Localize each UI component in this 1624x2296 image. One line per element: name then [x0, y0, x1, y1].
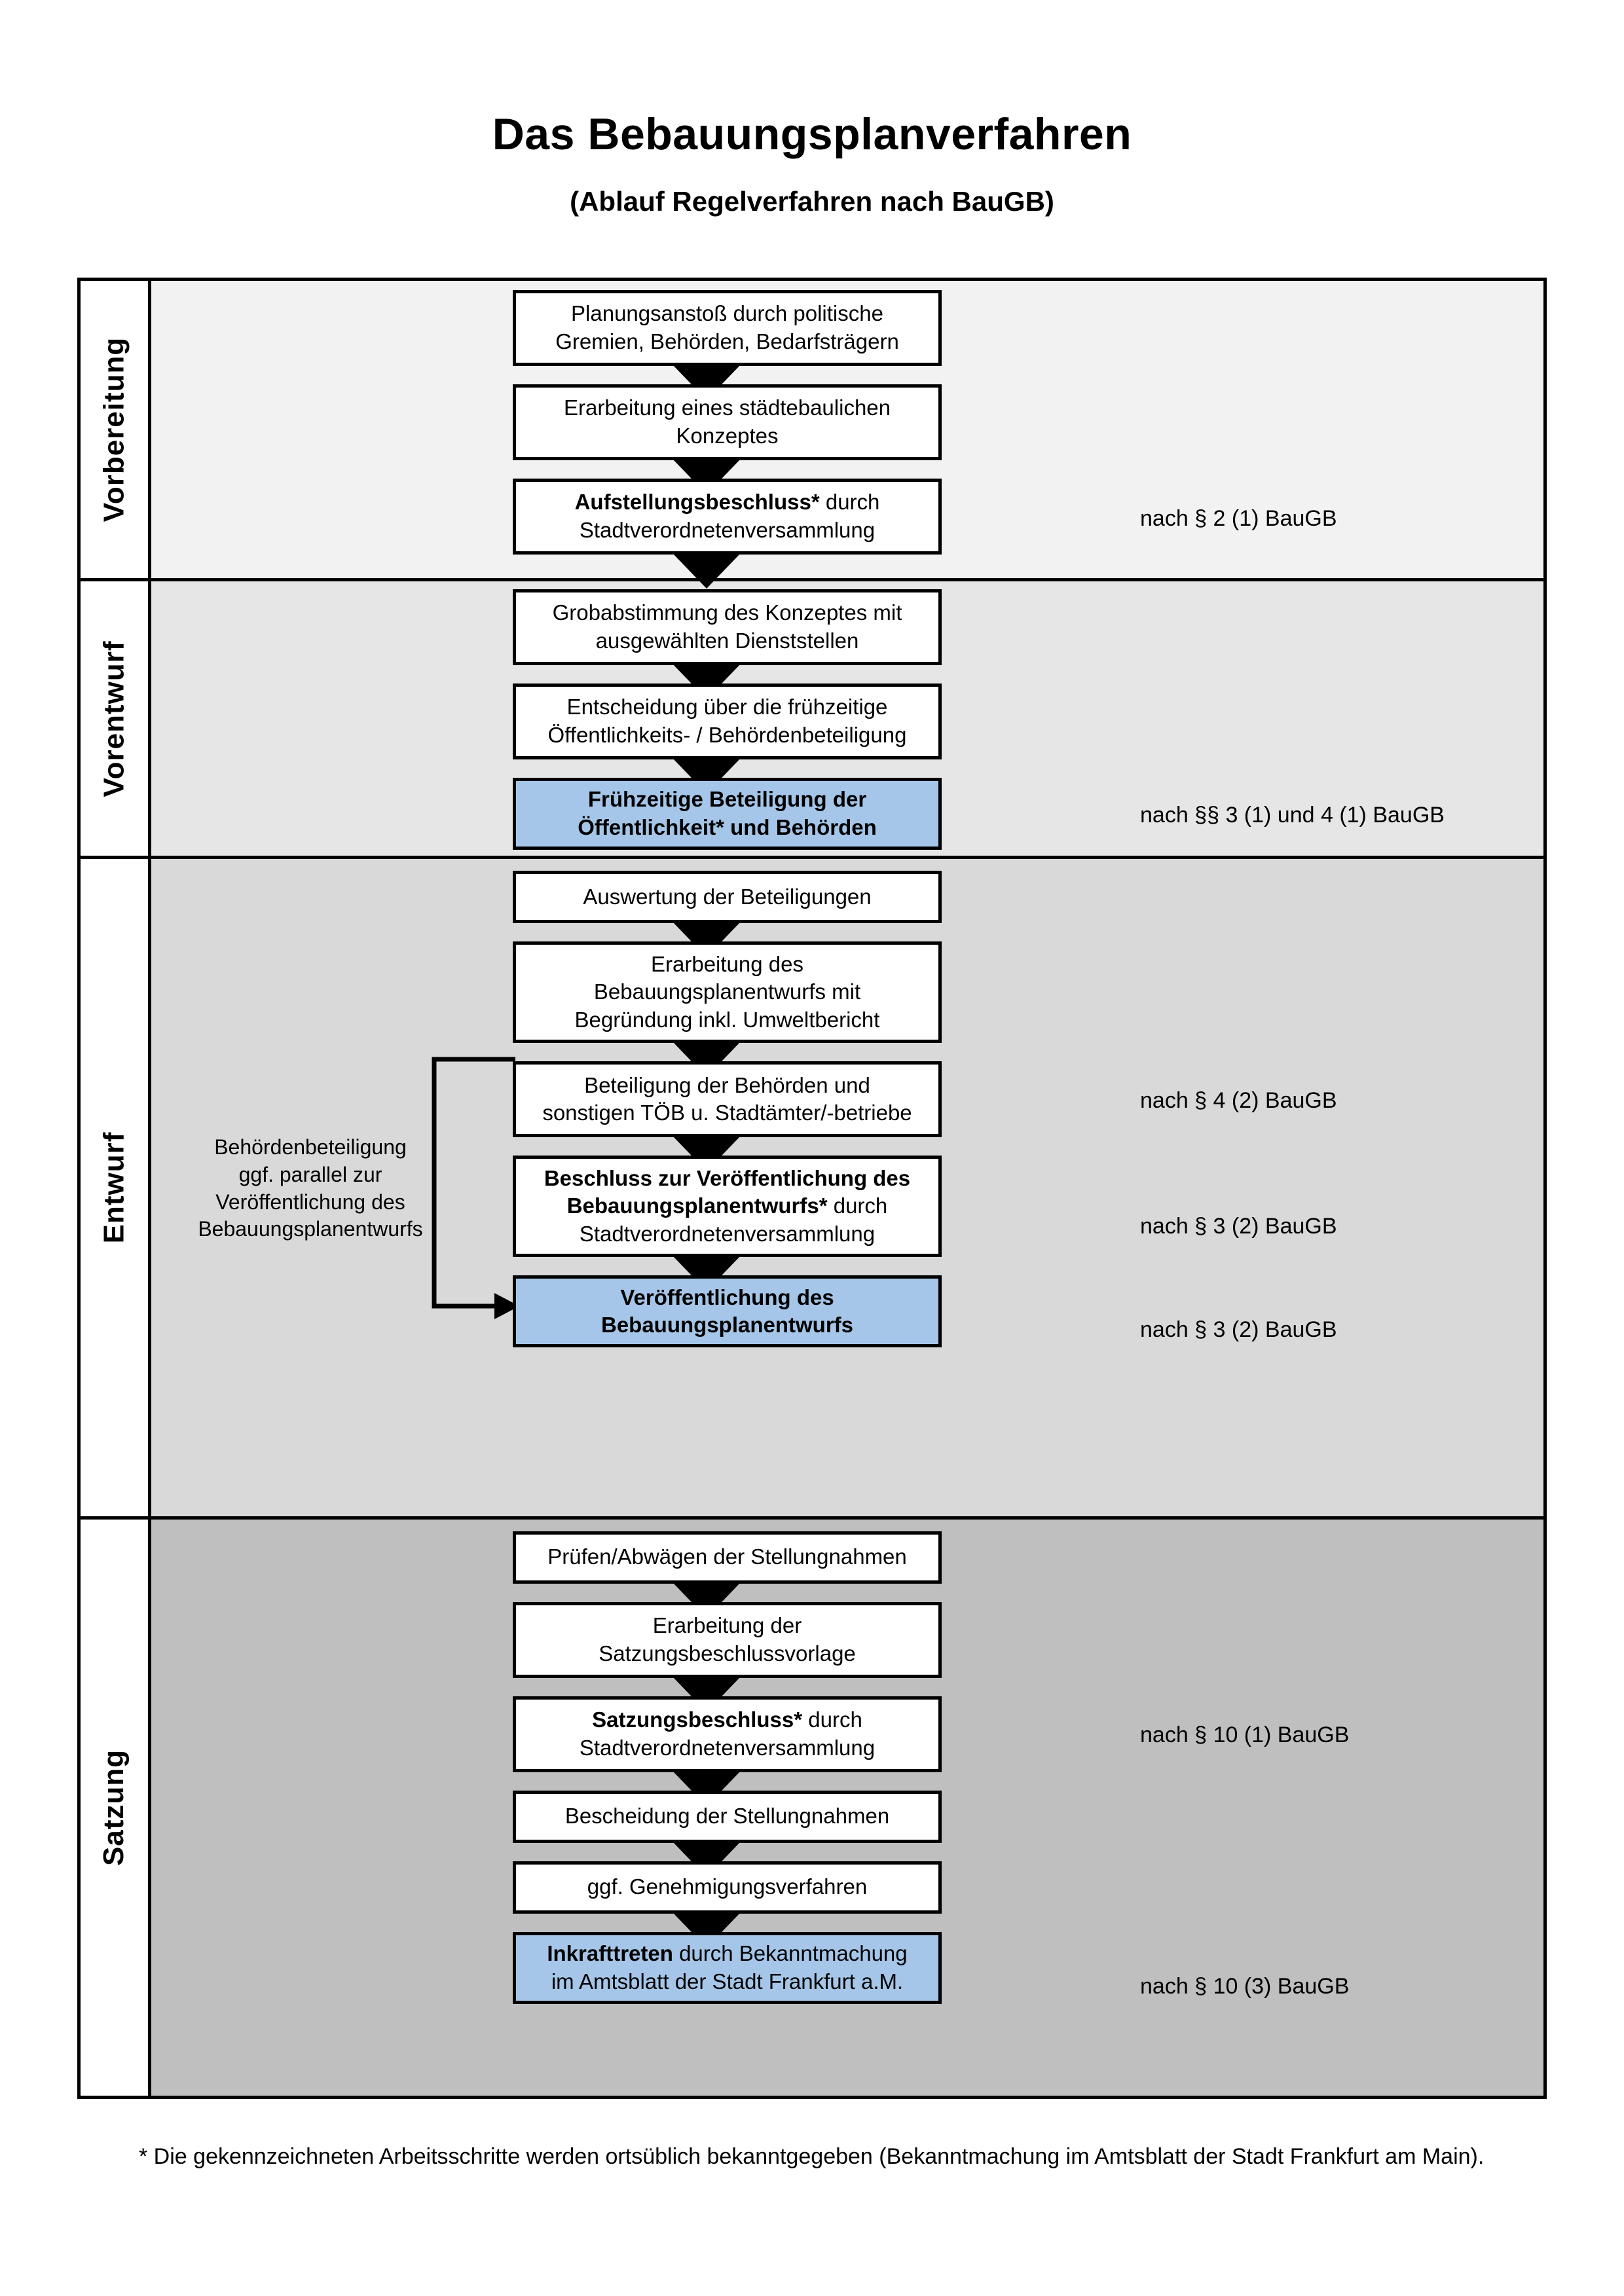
step-label: Aufstellungsbeschluss* durch Stadtverord…	[574, 490, 880, 542]
side-note-behoerdenbeteiligung: Behördenbeteiligung ggf. parallel zur Ve…	[198, 1135, 423, 1241]
step-label: Beschluss zur Veröffentlichung des Bebau…	[544, 1165, 911, 1247]
step-label: Planungsanstoß durch politische Gremien,…	[555, 301, 899, 354]
phase-label-text: Satzung	[98, 1749, 130, 1866]
step-bescheidung-stellungnahmen[interactable]: Bescheidung der Stellungnahmen	[513, 1790, 942, 1843]
step-label: Veröffentlichung des Bebauungsplanentwur…	[600, 1285, 854, 1338]
step-label: Bescheidung der Stellungnahmen	[564, 1804, 890, 1829]
phase-label-text: Vorentwurf	[98, 640, 130, 797]
step-inkrafttreten[interactable]: Inkrafttreten durch Bekanntmachung im Am…	[513, 1931, 942, 2004]
phase-label-vorbereitung: Vorbereitung	[81, 281, 151, 579]
phase-row-vorentwurf: Vorentwurf Grobabstimmung des Konzeptes …	[81, 581, 1543, 860]
step-label: Satzungsbeschluss* durch Stadtverordnete…	[579, 1707, 876, 1760]
legal-note-par-3-1-4-1: nach §§ 3 (1) und 4 (1) BauGB	[1140, 803, 1445, 828]
phase-row-satzung: Satzung Prüfen/Abwägen der Stellungnahme…	[81, 1519, 1543, 2096]
step-beteiligung-behoerden-toeb[interactable]: Beteiligung der Behörden und sonstigen T…	[513, 1061, 942, 1138]
feedback-loop-connector-icon	[432, 1057, 519, 1320]
step-staedtebauliches-konzept[interactable]: Erarbeitung eines städtebaulichen Konzep…	[513, 384, 942, 460]
step-entscheidung-fruehzeitige-beteiligung[interactable]: Entscheidung über die frühzeitige Öffent…	[513, 683, 942, 760]
step-auswertung-beteiligungen[interactable]: Auswertung der Beteiligungen	[513, 871, 942, 924]
page-title: Das Bebauungsplanverfahren	[492, 109, 1132, 159]
phase-label-text: Vorbereitung	[98, 337, 130, 522]
step-planungsanstoss[interactable]: Planungsanstoß durch politische Gremien,…	[513, 290, 942, 366]
step-beschluss-veroeffentlichung[interactable]: Beschluss zur Veröffentlichung des Bebau…	[513, 1156, 942, 1258]
step-aufstellungsbeschluss[interactable]: Aufstellungsbeschluss* durch Stadtverord…	[513, 479, 942, 555]
step-grobabstimmung[interactable]: Grobabstimmung des Konzeptes mit ausgewä…	[513, 589, 942, 666]
step-label: Erarbeitung des Bebauungsplanentwurfs mi…	[574, 951, 880, 1032]
phase-body-vorentwurf: Grobabstimmung des Konzeptes mit ausgewä…	[151, 581, 1543, 856]
page-header: Das Bebauungsplanverfahren (Ablauf Regel…	[0, 0, 1624, 217]
legal-note-par-10-1: nach § 10 (1) BauGB	[1140, 1722, 1350, 1747]
step-satzungsbeschluss[interactable]: Satzungsbeschluss* durch Stadtverordnete…	[513, 1696, 942, 1772]
footnote: * Die gekennzeichneten Arbeitsschritte w…	[139, 2144, 1485, 2169]
phase-body-vorbereitung: Planungsanstoß durch politische Gremien,…	[151, 281, 1543, 589]
step-label: Beteiligung der Behörden und sonstigen T…	[542, 1072, 912, 1125]
step-label: Frühzeitige Beteiligung der Öffentlichke…	[578, 787, 877, 840]
step-label: ggf. Genehmigungsverfahren	[587, 1874, 868, 1899]
phase-label-text: Entwurf	[98, 1131, 130, 1244]
legal-note-par-10-3: nach § 10 (3) BauGB	[1140, 1973, 1350, 1999]
step-label: Auswertung der Beteiligungen	[583, 884, 872, 909]
step-label: Inkrafttreten durch Bekanntmachung im Am…	[547, 1941, 908, 1994]
step-label: Prüfen/Abwägen der Stellungnahmen	[547, 1544, 907, 1569]
phase-label-vorentwurf: Vorentwurf	[81, 581, 151, 856]
legal-note-par-2-1: nach § 2 (1) BauGB	[1140, 506, 1337, 531]
step-erarbeitung-bebauungsplanentwurf[interactable]: Erarbeitung des Bebauungsplanentwurfs mi…	[513, 941, 942, 1044]
phase-row-entwurf: Entwurf Auswertung der Beteiligungen Era…	[81, 859, 1543, 1520]
phase-row-vorbereitung: Vorbereitung Planungsanstoß durch politi…	[81, 281, 1543, 589]
step-erarbeitung-satzungsbeschlussvorlage[interactable]: Erarbeitung der Satzungsbeschlussvorlage	[513, 1601, 942, 1678]
step-veroeffentlichung-bebauungsplanentwurf[interactable]: Veröffentlichung des Bebauungsplanentwur…	[513, 1275, 942, 1348]
step-label: Grobabstimmung des Konzeptes mit ausgewä…	[552, 600, 902, 653]
step-fruehzeitige-beteiligung[interactable]: Frühzeitige Beteiligung der Öffentlichke…	[513, 778, 942, 850]
phase-label-entwurf: Entwurf	[81, 859, 151, 1516]
phase-body-entwurf: Auswertung der Beteiligungen Erarbeitung…	[151, 859, 1543, 1516]
connector-arrow-icon	[673, 553, 741, 589]
step-label: Entscheidung über die frühzeitige Öffent…	[547, 695, 907, 748]
legal-note-par-3-2-a: nach § 3 (2) BauGB	[1140, 1214, 1337, 1239]
legal-note-par-3-2-b: nach § 3 (2) BauGB	[1140, 1317, 1337, 1343]
step-label: Erarbeitung eines städtebaulichen Konzep…	[563, 395, 891, 448]
step-pruefen-abwaegen[interactable]: Prüfen/Abwägen der Stellungnahmen	[513, 1531, 942, 1584]
phase-label-satzung: Satzung	[81, 1519, 151, 2096]
page-subtitle: (Ablauf Regelverfahren nach BauGB)	[570, 185, 1054, 217]
legal-note-par-4-2: nach § 4 (2) BauGB	[1140, 1088, 1337, 1114]
step-label: Erarbeitung der Satzungsbeschlussvorlage	[599, 1613, 856, 1666]
step-ggf-genehmigungsverfahren[interactable]: ggf. Genehmigungsverfahren	[513, 1861, 942, 1914]
process-flowchart: Vorbereitung Planungsanstoß durch politi…	[77, 278, 1547, 2099]
phase-body-satzung: Prüfen/Abwägen der Stellungnahmen Erarbe…	[151, 1519, 1543, 2096]
